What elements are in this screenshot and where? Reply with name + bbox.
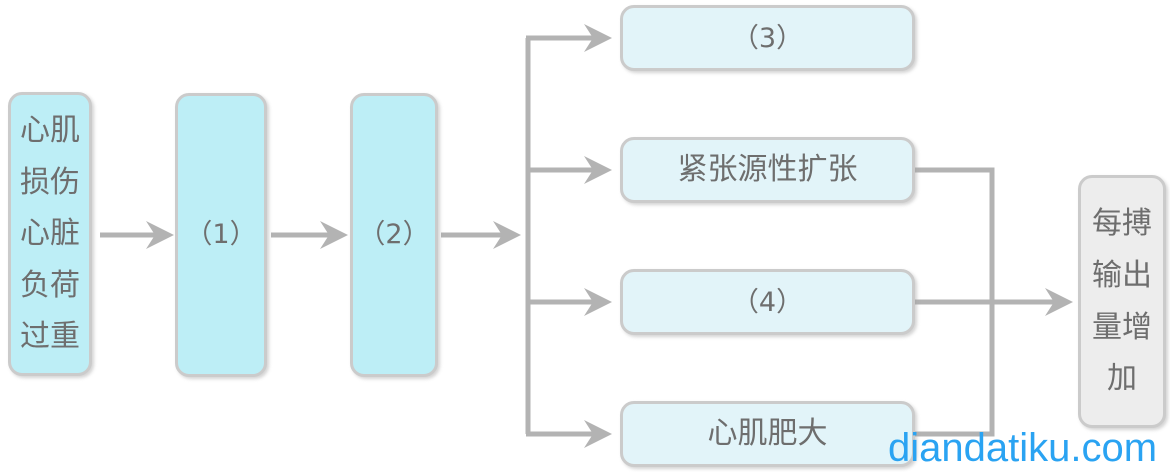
arrow-step2-to-split bbox=[441, 221, 521, 249]
node-branch-myocardial-hypertrophy: 心肌肥大 bbox=[620, 401, 915, 467]
arrow-split-to-branch-2 bbox=[526, 288, 612, 316]
arrow-merge-to-result bbox=[915, 288, 1073, 316]
node-branch-blank-3: （3） bbox=[620, 5, 915, 71]
watermark: diandatiku.com bbox=[888, 426, 1158, 470]
node-branch-2-label: （4） bbox=[731, 286, 804, 318]
arrow-step1-to-step2 bbox=[271, 221, 348, 249]
node-step1-blank: （1） bbox=[175, 93, 267, 377]
node-branch-0-label: （3） bbox=[731, 22, 804, 54]
node-branch-3-label: 心肌肥大 bbox=[707, 416, 828, 451]
arrow-split-to-branch-0 bbox=[526, 24, 612, 52]
node-branch-1-label: 紧张源性扩张 bbox=[677, 152, 858, 187]
node-step1-label: （1） bbox=[185, 218, 257, 250]
node-branch-blank-4: （4） bbox=[620, 269, 915, 335]
node-step2-label: （2） bbox=[358, 218, 430, 250]
arrow-split-to-branch-1 bbox=[526, 156, 612, 184]
arrow-split-to-branch-3 bbox=[526, 420, 612, 448]
node-start-label: 心肌损伤心脏负荷过重 bbox=[20, 113, 80, 355]
node-step2-blank: （2） bbox=[350, 93, 438, 377]
node-branch-tonogenic-dilation: 紧张源性扩张 bbox=[620, 137, 915, 203]
node-result-label: 每搏输出量增加 bbox=[1092, 206, 1152, 397]
node-start: 心肌损伤心脏负荷过重 bbox=[8, 92, 92, 376]
node-result: 每搏输出量增加 bbox=[1078, 175, 1166, 428]
arrow-start-to-step1 bbox=[100, 221, 174, 249]
